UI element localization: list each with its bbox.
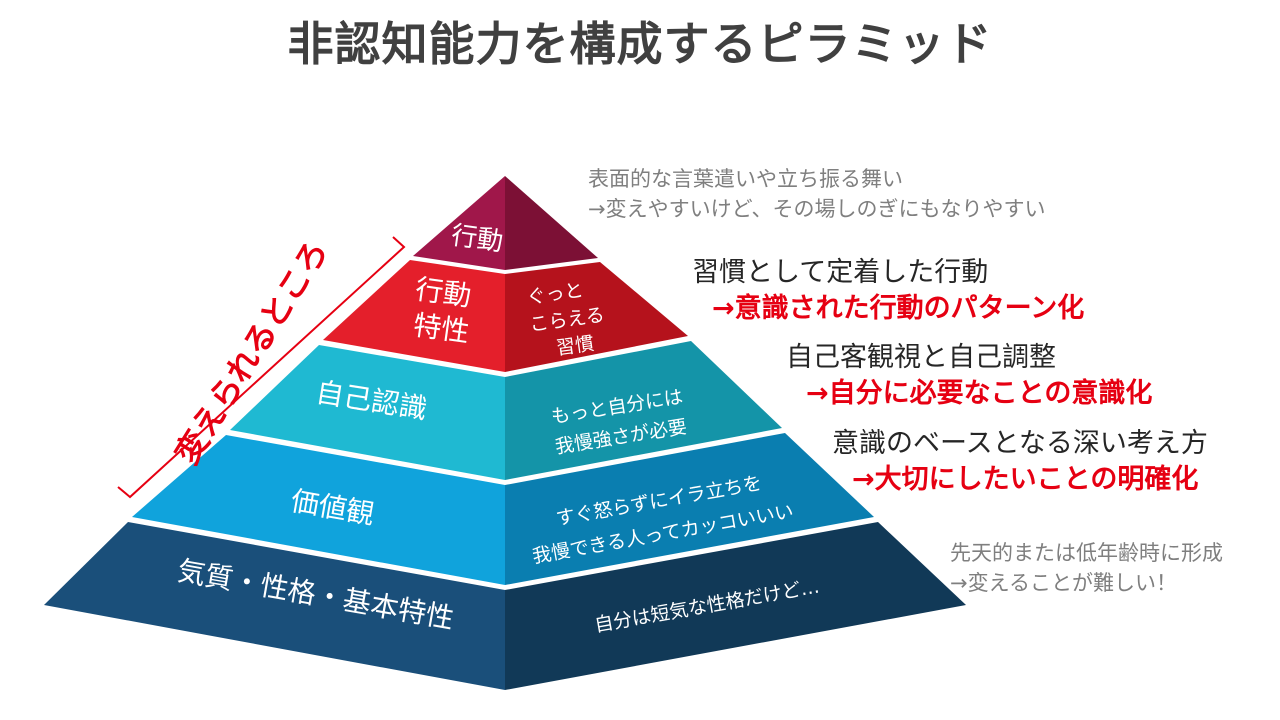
layer1-left-face bbox=[413, 176, 505, 270]
layer3-right-face bbox=[505, 341, 782, 480]
layer1-label: 行動 bbox=[449, 221, 505, 258]
self-annotation: 自己客観視と自己調整 →自分に必要なことの意識化 bbox=[786, 340, 1152, 412]
layer3-left-face bbox=[230, 345, 505, 480]
value-annotation: 意識のベースとなる深い考え方 →大切にしたいことの明確化 bbox=[832, 426, 1208, 498]
base-annotation: 先天的または低年齢時に形成 →変えることが難しい！ bbox=[950, 538, 1223, 598]
top-annotation-line1: 表面的な言葉遣いや立ち振る舞い bbox=[588, 167, 903, 191]
layer2-note-line3: 習慣 bbox=[555, 333, 596, 360]
layer1-right-face bbox=[505, 176, 598, 270]
layer5-right-face bbox=[505, 522, 966, 690]
top-annotation: 表面的な言葉遣いや立ち振る舞い →変えやすいけど、その場しのぎにもなりやすい bbox=[588, 164, 1046, 224]
base-annotation-line1: 先天的または低年齢時に形成 bbox=[950, 541, 1223, 565]
layer5-left-face bbox=[44, 522, 505, 690]
base-annotation-line2: →変えることが難しい！ bbox=[950, 571, 1177, 595]
habit-annotation: 習慣として定着した行動 →意識された行動のパターン化 bbox=[692, 255, 1084, 327]
layer2-left-face bbox=[323, 260, 505, 372]
layer4-left-face bbox=[132, 435, 505, 585]
layer4-right-face bbox=[505, 433, 874, 585]
layer2-right-face bbox=[505, 262, 688, 372]
page-title: 非認知能力を構成するピラミッド bbox=[287, 17, 993, 71]
value-annotation-line1: 意識のベースとなる深い考え方 bbox=[832, 428, 1208, 459]
value-annotation-line2: →大切にしたいことの明確化 bbox=[852, 464, 1199, 495]
self-annotation-line1: 自己客観視と自己調整 bbox=[786, 342, 1056, 373]
bracket-line bbox=[117, 236, 406, 499]
self-annotation-line2: →自分に必要なことの意識化 bbox=[806, 378, 1153, 409]
habit-annotation-line1: 習慣として定着した行動 bbox=[692, 257, 989, 288]
layer2-label-line1: 行動 bbox=[413, 272, 473, 312]
top-annotation-line2: →変えやすいけど、その場しのぎにもなりやすい bbox=[588, 197, 1046, 221]
layer2-label-line2: 特性 bbox=[411, 308, 471, 348]
habit-annotation-line2: →意識された行動のパターン化 bbox=[712, 293, 1085, 324]
